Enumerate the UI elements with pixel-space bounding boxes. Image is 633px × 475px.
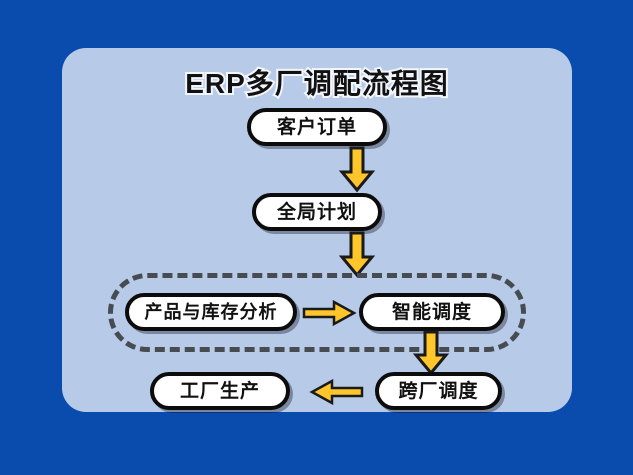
diagram-card: ERP多厂调配流程图 客户订单 全局计划 产品与库存分析 智能调度 跨厂调度: [62, 48, 572, 412]
arrow-right-analysis-to-dispatch: [302, 299, 357, 327]
node-cross-plant-dispatch[interactable]: 跨厂调度: [375, 372, 502, 410]
node-label: 工厂生产: [179, 380, 260, 402]
node-smart-dispatch[interactable]: 智能调度: [359, 293, 505, 331]
node-product-inventory[interactable]: 产品与库存分析: [125, 293, 297, 331]
node-label: 产品与库存分析: [144, 302, 278, 322]
arrow-down-order-to-plan: [338, 146, 376, 193]
node-factory-production[interactable]: 工厂生产: [150, 372, 290, 410]
arrow-down-dispatch-to-cross-plant: [412, 330, 450, 376]
node-customer-order[interactable]: 客户订单: [247, 108, 387, 146]
node-label: 跨厂调度: [398, 380, 479, 402]
arrow-left-cross-plant-to-factory: [309, 378, 364, 406]
group-analysis-dispatch: [108, 273, 526, 352]
node-label: 智能调度: [391, 301, 472, 323]
page-title: ERP多厂调配流程图: [183, 66, 450, 101]
arrow-down-plan-to-analysis: [338, 231, 376, 278]
node-label: 全局计划: [276, 201, 357, 223]
node-global-plan[interactable]: 全局计划: [252, 193, 382, 231]
node-label: 客户订单: [276, 116, 357, 138]
